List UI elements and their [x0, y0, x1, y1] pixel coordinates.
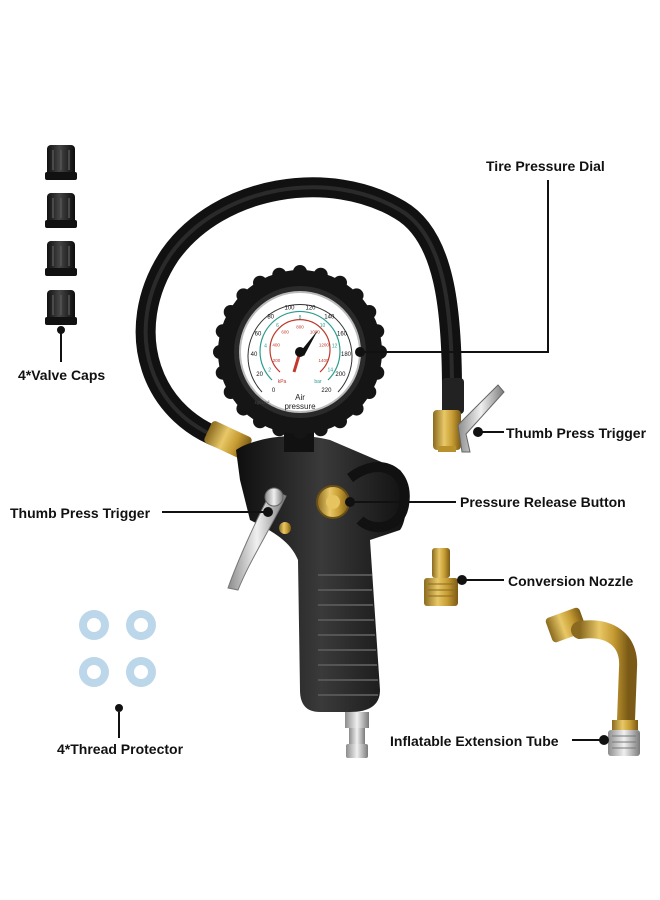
valve-cap [45, 241, 77, 276]
inflatable-extension-tube [545, 607, 640, 756]
label-valve-caps: 4*Valve Caps [18, 367, 106, 383]
valve-cap [45, 290, 77, 325]
label-thumb-press-trigger-gun: Thumb Press Trigger [10, 505, 151, 521]
conversion-nozzle [424, 548, 458, 606]
gauge-psi-tick-label: 200 [335, 372, 346, 378]
pressure-gauge: 0 20 40 60 80 100 120 140 160 180 200 220 2 4 6 8 10 12 14… [213, 265, 387, 439]
thread-protector [126, 657, 156, 687]
gauge-kpa-tick-label: 1000 [310, 330, 321, 335]
valve-cap [45, 193, 77, 228]
gauge-psi-tick-label: 20 [256, 372, 263, 378]
label-conversion-nozzle: Conversion Nozzle [508, 573, 634, 589]
label-tire-pressure-dial: Tire Pressure Dial [486, 158, 605, 174]
air-inlet-connector [345, 712, 369, 758]
gauge-bar-tick-label: 12 [332, 344, 338, 350]
leader-lines [57, 180, 609, 745]
valve-cap [45, 145, 77, 180]
thread-protectors [79, 610, 156, 687]
gauge-bar-tick-label: 8 [299, 315, 302, 321]
gauge-bar-tick-label: 6 [276, 323, 279, 329]
gauge-psi-tick-label: 120 [305, 305, 316, 311]
thread-protector [79, 610, 109, 640]
gauge-psi-tick-label: 180 [341, 352, 352, 358]
gauge-kpa-tick-label: 200 [273, 358, 281, 363]
gauge-psi-tick-label: 0 [272, 388, 276, 394]
gauge-kpa-tick-label: 600 [281, 330, 289, 335]
gauge-psi-tick-label: 220 [321, 388, 332, 394]
air-hose [135, 177, 462, 452]
gauge-bar-tick-label: 10 [320, 323, 326, 329]
air-chuck [433, 378, 505, 453]
valve-caps [45, 145, 77, 325]
pressure-release-button [316, 485, 350, 519]
gauge-face-text-pressure: pressure [284, 402, 316, 411]
thread-protector [79, 657, 109, 687]
gauge-unit-kpa: kPa [278, 379, 287, 385]
gauge-kpa-tick-label: 1200 [319, 342, 330, 347]
gauge-psi-tick-label: 80 [267, 315, 274, 321]
label-thumb-press-trigger-chuck: Thumb Press Trigger [506, 425, 647, 441]
label-thread-protector: 4*Thread Protector [57, 741, 184, 757]
gauge-kpa-tick-label: 1400 [318, 358, 329, 363]
gauge-kpa-tick-label: 400 [272, 342, 280, 347]
gauge-psi-tick-label: 100 [284, 305, 295, 311]
gauge-bar-tick-label: 14 [328, 367, 334, 373]
thread-protector [126, 610, 156, 640]
gauge-face-text-air: Air [295, 393, 305, 402]
label-pressure-release-button: Pressure Release Button [460, 494, 626, 510]
gauge-unit-bar: bar [314, 379, 322, 385]
gauge-psi-tick-label: 140 [324, 315, 335, 321]
gauge-bar-tick-label: 4 [264, 344, 267, 350]
label-inflatable-extension-tube: Inflatable Extension Tube [390, 733, 559, 749]
gauge-bar-tick-label: 2 [268, 367, 271, 373]
gauge-kpa-tick-label: 800 [296, 325, 304, 330]
gauge-psi-tick-label: 60 [255, 331, 262, 337]
gauge-unit-kgf: kgf/cm² [255, 400, 270, 405]
gauge-psi-tick-label: 160 [337, 331, 348, 337]
gauge-psi-tick-label: 40 [251, 352, 258, 358]
gun-body [236, 435, 410, 712]
trigger-pivot-screw [279, 522, 291, 534]
